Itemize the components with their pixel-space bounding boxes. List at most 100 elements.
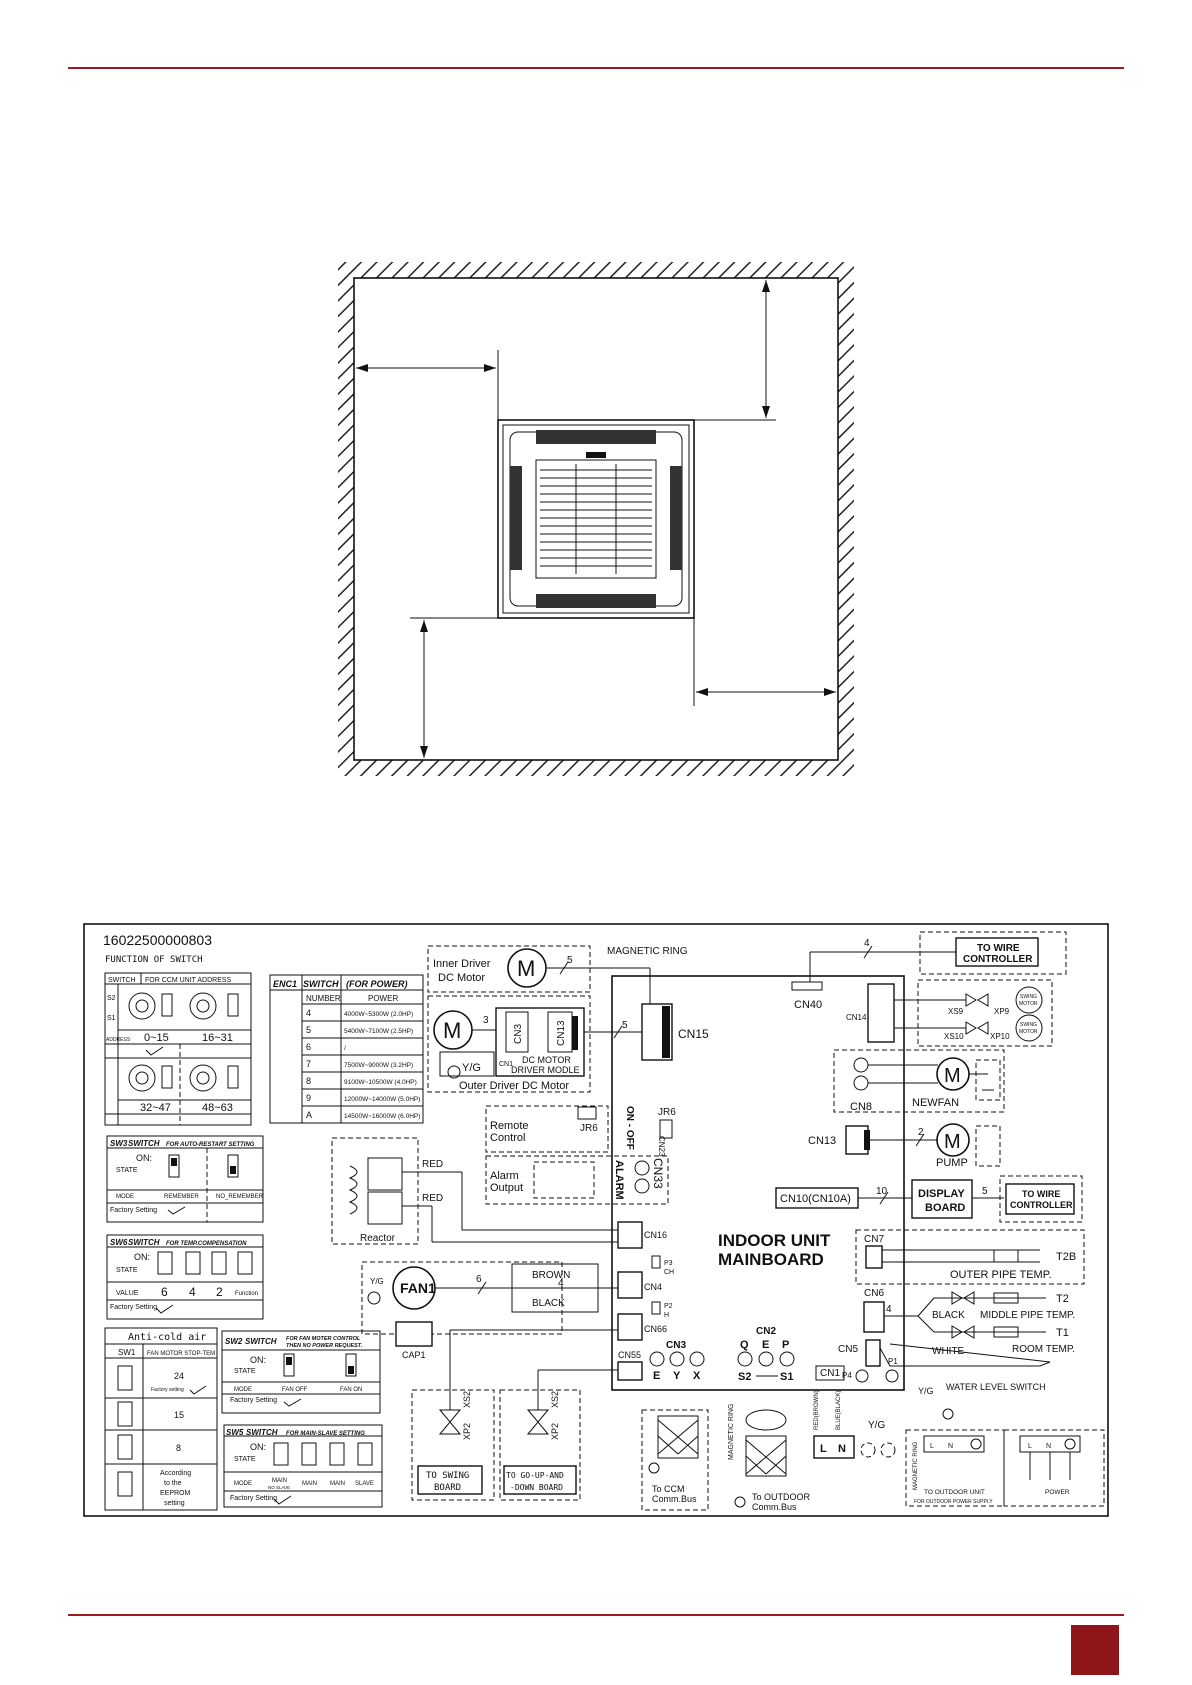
cn13-label: CN13 xyxy=(808,1135,836,1147)
dip-switch-icon xyxy=(227,1154,239,1178)
cn3-eyx-label: CN3 xyxy=(666,1340,686,1351)
anticold-r4b: to the xyxy=(164,1480,182,1487)
l-label: L xyxy=(820,1443,827,1455)
terminal-icon xyxy=(649,1351,665,1367)
wire-count-4b: 4 xyxy=(558,1278,564,1289)
outer-pipe-label: OUTER PIPE TEMP. xyxy=(950,1269,1052,1281)
bottom-rule xyxy=(68,1614,1124,1616)
terminal-icon xyxy=(737,1351,753,1367)
p1-label: P1 xyxy=(888,1357,898,1366)
dip-switch-icon xyxy=(168,1154,180,1178)
p2-label: P2 xyxy=(664,1303,673,1310)
dc-motor-driver-label1: DC MOTOR xyxy=(522,1055,571,1065)
jr6-label-b: JR6 xyxy=(658,1107,676,1118)
magnetic-ring-label: MAGNETIC RING xyxy=(607,946,688,957)
cassette-unit xyxy=(497,419,695,619)
xp2-connector-1 xyxy=(438,1409,462,1435)
dip-switch-icon xyxy=(117,1471,133,1497)
anticold-col1: SW1 xyxy=(118,1348,136,1357)
s1-label: S1 xyxy=(780,1371,793,1383)
remote-control-group xyxy=(485,1105,609,1153)
anticold-r1: 24 xyxy=(174,1371,184,1381)
t2b-sensor-icon xyxy=(993,1249,1019,1263)
rotary-dial-icon xyxy=(128,1064,156,1092)
sw6-v2: 4 xyxy=(189,1285,196,1299)
xp2-label-1: XP2 xyxy=(462,1423,472,1440)
xs10-label: XS10 xyxy=(944,1032,964,1041)
wire-count-4c: 4 xyxy=(886,1304,892,1315)
wire-controller-group-mid xyxy=(999,1175,1083,1223)
sw-table-s1: S1 xyxy=(107,1015,116,1022)
sw5-m4: SLAVE xyxy=(355,1481,374,1487)
t2-connector xyxy=(951,1291,975,1305)
terminal-icon xyxy=(634,1178,650,1194)
enc1-col-power: POWER xyxy=(368,994,398,1003)
pump-label: PUMP xyxy=(936,1157,968,1169)
red-label-1: RED xyxy=(422,1159,443,1170)
cn8-label: CN8 xyxy=(850,1101,872,1113)
sw3-state: STATE xyxy=(116,1167,138,1174)
wire-count-4a: 4 xyxy=(864,938,870,949)
terminal-icon xyxy=(689,1351,705,1367)
e-label: E xyxy=(653,1370,660,1382)
x-label: X xyxy=(693,1370,701,1382)
dip-switch-icon xyxy=(237,1251,253,1275)
cn13-driver-label: CN13 xyxy=(556,1020,567,1046)
wire-count-5a: 5 xyxy=(567,955,573,966)
cn4-label: CN4 xyxy=(644,1282,662,1292)
pump-m: M xyxy=(944,1131,961,1153)
sw-table-s2: S2 xyxy=(107,995,116,1002)
reactor-coil-icon xyxy=(348,1165,358,1215)
sw2-desc1: FOR FAN MOTER CONTROL xyxy=(286,1336,361,1342)
t1-label: T1 xyxy=(1056,1327,1069,1339)
dip-switch-icon xyxy=(357,1442,373,1466)
ccm-comm-bus-group xyxy=(641,1409,709,1511)
rotary-dial-icon xyxy=(128,992,156,1020)
sw3-m2: NO_REMEMBER xyxy=(216,1194,264,1200)
anticold-title: Anti-cold air xyxy=(128,1332,206,1343)
sw5-m1: MAIN xyxy=(272,1478,287,1484)
cn1-main-label: CN1 xyxy=(820,1368,840,1379)
y-label: Y xyxy=(673,1370,681,1382)
cn5-label: CN5 xyxy=(838,1344,858,1355)
enc1-row-number: 9 xyxy=(306,1093,311,1103)
check-icon xyxy=(273,1495,292,1505)
display-board xyxy=(911,1179,973,1219)
t2-sensor-icon xyxy=(993,1292,1019,1304)
sw6-value: VALUE xyxy=(116,1290,139,1297)
yg-power-label: Y/G xyxy=(868,1420,885,1431)
dip-switch-icon xyxy=(273,1442,289,1466)
sw5-state: STATE xyxy=(234,1456,256,1463)
range-0-15: 0~15 xyxy=(144,1032,169,1044)
range-48-63: 48~63 xyxy=(202,1102,233,1114)
range-32-47: 32~47 xyxy=(140,1102,171,1114)
sw6-v4: Function xyxy=(235,1291,258,1297)
wire-controller-top xyxy=(955,937,1039,967)
ground-icon xyxy=(734,1496,746,1508)
cn2-label: CN2 xyxy=(756,1326,776,1337)
go-up-down-board-group xyxy=(499,1389,581,1501)
cn7-label: CN7 xyxy=(864,1234,884,1245)
dip-switch-icon xyxy=(345,1353,357,1377)
sw3-name: SW3 xyxy=(110,1139,128,1148)
dip-switch-icon xyxy=(301,1442,317,1466)
diagram-code: 16022500000803 xyxy=(103,932,212,948)
sw3-mode: MODE xyxy=(116,1194,134,1200)
blue-black-label: BLUE(BLACK) xyxy=(836,1391,842,1430)
swing-motor-1-label2: MOTOR xyxy=(1019,1001,1038,1007)
cn66-connector xyxy=(617,1313,643,1341)
fan1-label: FAN1 xyxy=(400,1280,436,1296)
xp2-label-2: XP2 xyxy=(550,1423,560,1440)
t1-connector xyxy=(951,1325,975,1339)
magnetic-ring-outdoor-label: MAGNETIC RING xyxy=(913,1441,919,1490)
yg-fan-label: Y/G xyxy=(370,1277,384,1286)
swing-motor-2-label2: MOTOR xyxy=(1019,1029,1038,1035)
sw6-on: ON: xyxy=(134,1252,150,1262)
sw3-switch: SWITCH xyxy=(128,1139,160,1148)
dip-switch-icon xyxy=(185,1251,201,1275)
swing-motor-2-label1: SWING xyxy=(1020,1022,1037,1028)
dip-switch-icon xyxy=(211,1251,227,1275)
dc-motor-driver-label2: DRIVER MODLE xyxy=(511,1065,580,1075)
outer-motor-m: M xyxy=(443,1018,461,1043)
